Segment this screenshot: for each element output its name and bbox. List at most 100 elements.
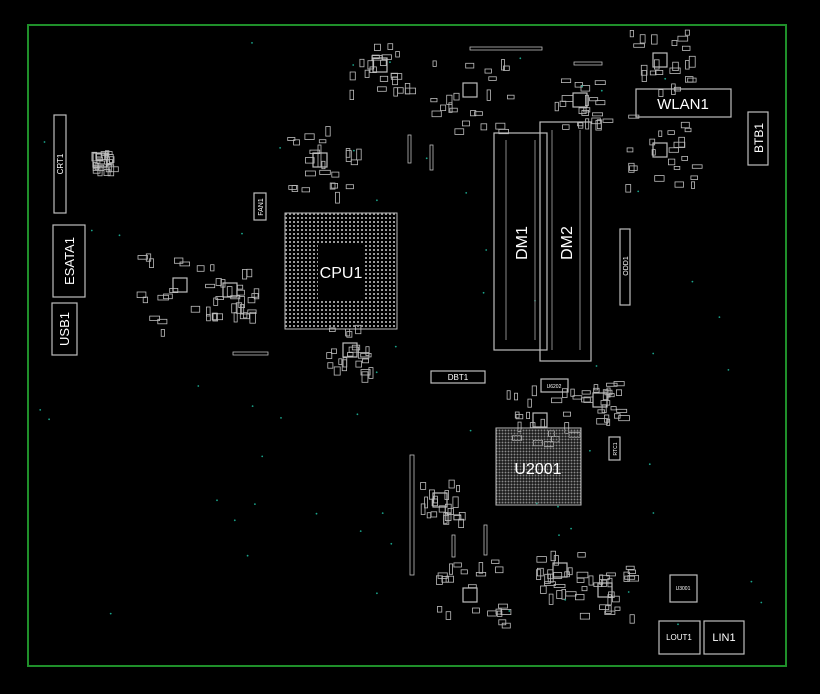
smd-component: [253, 288, 260, 300]
battery-rtc1[interactable]: RTC1: [608, 436, 621, 461]
smd-component: [600, 400, 611, 406]
smd-component: [536, 556, 547, 563]
smd-component: [470, 110, 477, 117]
ic-package: [597, 582, 613, 598]
label-dm1: DM1: [514, 226, 531, 260]
smd-component: [136, 291, 147, 298]
smd-component: [157, 318, 168, 325]
via: [261, 455, 264, 458]
smd-component: [514, 411, 520, 419]
header-connector: [451, 534, 456, 558]
dimm-slot-dm1[interactable]: DM1: [493, 132, 548, 351]
via: [233, 519, 236, 522]
via: [581, 85, 583, 88]
connector-btb1[interactable]: BTB1: [747, 111, 769, 166]
via: [750, 580, 753, 583]
smd-component: [142, 296, 148, 304]
connector-fan1[interactable]: FAN1: [253, 192, 267, 221]
smd-component: [212, 312, 218, 322]
smd-component: [95, 156, 104, 161]
chip-u6202[interactable]: U6202: [540, 378, 569, 393]
smd-component: [531, 385, 537, 397]
label-u6202: U6202: [547, 384, 562, 390]
smd-component: [95, 153, 103, 159]
smd-component: [420, 482, 427, 490]
smd-component: [667, 130, 675, 135]
smd-component: [576, 577, 585, 583]
connector-crt1[interactable]: CRT1: [53, 114, 67, 214]
jack-lin1[interactable]: LIN1: [703, 620, 745, 655]
smd-component: [304, 157, 315, 164]
slot-wlan1[interactable]: WLAN1: [635, 88, 732, 118]
dimm-slot-dm2[interactable]: DM2: [539, 121, 592, 362]
smd-component: [330, 348, 337, 354]
connector-esata1[interactable]: ESATA1: [52, 224, 86, 298]
smd-component: [673, 165, 681, 170]
smd-component: [446, 94, 453, 105]
smd-component: [428, 489, 435, 500]
smd-component: [628, 162, 635, 173]
smd-component: [655, 70, 664, 76]
header-connector: [573, 61, 603, 66]
socket-cpu1[interactable]: CPU1: [284, 212, 398, 330]
smd-component: [629, 29, 634, 38]
smd-component: [361, 371, 369, 383]
smd-component: [215, 296, 224, 300]
smd-component: [588, 575, 594, 586]
smd-component: [565, 591, 577, 597]
smd-component: [242, 268, 248, 280]
smd-component: [445, 611, 452, 620]
smd-component: [562, 124, 570, 130]
smd-component: [190, 305, 201, 313]
smd-component: [364, 69, 370, 78]
smd-component: [331, 171, 340, 178]
via: [648, 463, 651, 466]
smd-component: [437, 572, 448, 579]
smd-component: [487, 610, 497, 617]
smd-component: [249, 311, 256, 324]
smd-component: [461, 120, 470, 127]
smd-component: [426, 512, 432, 519]
connector-odd1[interactable]: ODD1: [619, 228, 631, 306]
smd-component: [448, 102, 453, 113]
smd-component: [629, 614, 635, 624]
via: [564, 599, 567, 601]
smd-component: [606, 382, 618, 387]
via: [558, 534, 560, 536]
smd-component: [625, 565, 635, 570]
smd-component: [465, 62, 475, 69]
smd-component: [537, 567, 544, 577]
connector-usb1[interactable]: USB1: [51, 302, 78, 356]
smd-component: [460, 569, 468, 575]
smd-component: [393, 87, 398, 97]
smd-component: [304, 133, 315, 140]
via: [375, 371, 378, 374]
via: [637, 190, 640, 193]
chip-u3001[interactable]: U3001: [669, 574, 698, 603]
smd-component: [345, 184, 354, 190]
via: [353, 149, 355, 152]
ic-package: [222, 282, 238, 298]
via: [557, 505, 559, 508]
smd-component: [581, 586, 588, 592]
smd-component: [467, 584, 477, 589]
smd-component: [501, 622, 511, 629]
smd-component: [233, 312, 238, 323]
smd-component: [593, 387, 600, 393]
via: [389, 61, 391, 63]
jack-lout1[interactable]: LOUT1: [658, 620, 701, 655]
smd-component: [345, 328, 351, 337]
connector-dbt1[interactable]: DBT1: [430, 370, 486, 384]
header-connector: [407, 134, 412, 164]
smd-component: [431, 110, 442, 118]
chip-u2001[interactable]: U2001: [495, 427, 582, 506]
ic-package: [652, 142, 668, 158]
smd-component: [350, 159, 359, 166]
smd-component: [570, 388, 575, 397]
smd-component: [599, 574, 610, 580]
smd-component: [359, 58, 365, 68]
smd-component: [435, 575, 443, 585]
smd-component: [678, 136, 685, 148]
smd-component: [173, 257, 184, 264]
